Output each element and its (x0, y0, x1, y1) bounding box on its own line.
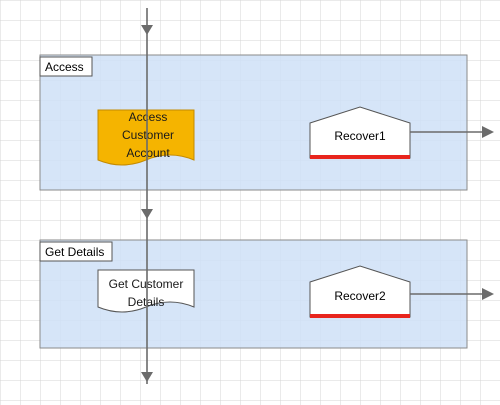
shape-recover1[interactable]: Recover1 (309, 106, 411, 159)
lane-title-box (39, 56, 93, 77)
shape-recover2[interactable]: Recover2 (309, 265, 411, 318)
lane-title-access: Access (45, 60, 84, 74)
shape-get-customer-details[interactable]: Get Customer Details (97, 269, 195, 313)
arrowhead-icon (482, 288, 494, 300)
shape-label-line-1: Access (129, 110, 168, 124)
main-connector[interactable] (141, 8, 153, 384)
connector-recover2-out[interactable] (410, 288, 494, 300)
arrowhead-icon (141, 372, 153, 382)
shape-label-line-1: Get Customer (109, 277, 184, 291)
shape-label-line-3: Account (126, 146, 170, 160)
shape-label-line-2: Customer (122, 128, 174, 142)
arrowhead-icon (141, 209, 153, 219)
shape-label: Recover1 (334, 129, 386, 143)
connector-recover1-out[interactable] (410, 126, 494, 138)
pentagon-shape (309, 106, 411, 159)
shape-access-customer-account[interactable]: Access Customer Account (97, 109, 195, 166)
pentagon-shape (309, 265, 411, 318)
document-shape (97, 269, 195, 313)
arrowhead-icon (482, 126, 494, 138)
lane-title-box (39, 241, 113, 262)
lane-title-get-details: Get Details (45, 245, 104, 259)
shape-label: Recover2 (334, 289, 386, 303)
shape-label-line-2: Details (128, 295, 165, 309)
document-shape (97, 109, 195, 166)
arrowhead-icon (141, 25, 153, 35)
